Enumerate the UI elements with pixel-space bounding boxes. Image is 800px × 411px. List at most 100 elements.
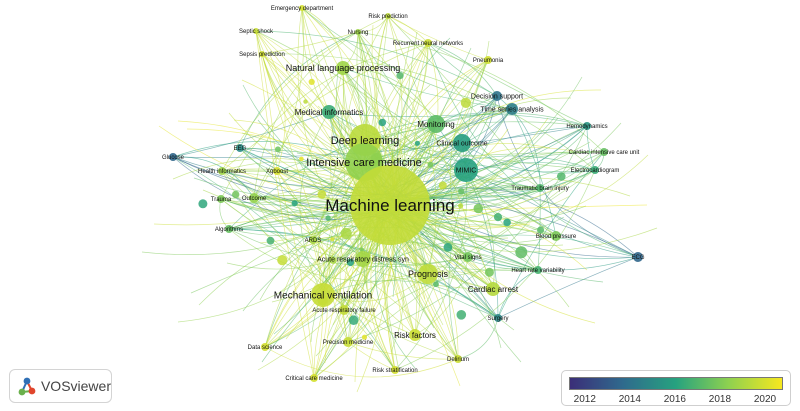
keyword-label[interactable]: Vital signs [454,255,481,261]
keyword-label[interactable]: Hemodynamics [566,124,607,130]
keyword-node[interactable] [322,105,336,119]
keyword-label[interactable]: Decision support [471,93,523,100]
keyword-node[interactable] [454,355,462,363]
keyword-label[interactable]: Risk stratification [372,368,417,374]
keyword-label[interactable]: Heart rate variability [511,268,564,274]
keyword-label[interactable]: Outcome [242,196,267,202]
keyword-label[interactable]: Electrocardiogram [571,168,620,174]
keyword-label[interactable]: Delirium [447,357,469,363]
keyword-label[interactable]: Health informatics [198,169,246,175]
keyword-label[interactable]: Pneumonia [473,58,504,64]
keyword-node[interactable] [225,225,233,233]
keyword-node[interactable] [350,165,430,245]
keyword-node[interactable] [217,195,225,203]
keyword-label[interactable]: Algorithms [215,227,243,233]
keyword-node[interactable] [534,266,542,274]
keyword-node[interactable] [336,61,350,75]
keyword-node[interactable] [536,184,544,192]
color-scale-bar [569,377,783,390]
keyword-label[interactable]: Trauma [211,197,232,203]
keyword-node[interactable] [492,91,502,101]
keyword-label[interactable]: Cardiac intensive care unit [569,150,640,156]
keyword-node[interactable] [299,5,305,11]
network-link [496,95,639,258]
keyword-node [266,236,275,245]
keyword-node[interactable] [551,231,561,241]
keyword-node[interactable] [484,56,492,64]
keyword-label[interactable]: Cardiac arrest [468,285,519,294]
keyword-node[interactable] [169,153,177,161]
keyword-label[interactable]: Septic shock [239,29,274,35]
keyword-label[interactable]: Prognosis [408,269,449,279]
keyword-node [348,315,359,326]
network-link [387,15,494,290]
keyword-label[interactable]: Traumatic brain injury [511,186,568,192]
keyword-node[interactable] [339,305,349,315]
keyword-node[interactable] [583,122,591,130]
keyword-label[interactable]: ARDS [305,238,322,244]
keyword-label[interactable]: ECG [631,255,644,261]
keyword-node[interactable] [310,374,318,382]
keyword-node[interactable] [309,236,317,244]
keyword-label[interactable]: Medical informatics [295,108,363,117]
keyword-label[interactable]: Glucose [162,155,185,161]
keyword-label[interactable]: Monitoring [417,120,454,129]
keyword-node[interactable] [409,329,421,341]
keyword-label[interactable]: Natural language processing [286,63,401,73]
keyword-node[interactable] [218,167,226,175]
keyword-node[interactable] [391,366,399,374]
keyword-node[interactable] [454,158,478,182]
keyword-node[interactable] [506,103,518,115]
keyword-label[interactable]: Acute respiratory failure [312,308,376,314]
keyword-node[interactable] [249,193,259,203]
keyword-label[interactable]: Blood pressure [536,234,577,240]
keyword-label[interactable]: Data science [248,345,283,351]
keyword-node[interactable] [486,282,500,296]
keyword-node[interactable] [355,29,361,35]
network-link [301,7,513,110]
keyword-node[interactable] [424,39,432,47]
keyword-label[interactable]: Precision medicine [323,340,374,346]
keyword-node[interactable] [427,115,445,133]
keyword-node[interactable] [463,252,473,262]
legend-tick: 2018 [708,394,732,405]
keyword-label[interactable]: Risk factors [394,331,436,340]
keyword-node[interactable] [259,51,265,57]
keyword-node [317,190,327,199]
keyword-node[interactable] [273,167,281,175]
network-link [402,122,622,215]
keyword-label[interactable]: Recurrent neural networks [393,41,463,47]
keyword-label[interactable]: Critical care medicine [285,376,343,382]
keyword-node[interactable] [253,28,259,34]
keyword-label[interactable]: Deep learning [331,135,400,147]
keyword-label[interactable]: Xgboost [266,169,288,175]
keyword-node[interactable] [311,283,335,307]
keyword-node[interactable] [418,264,438,284]
keyword-label[interactable]: Nursing [348,30,369,36]
keyword-label[interactable]: Surgery [487,316,508,322]
keyword-label[interactable]: Intensive care medicine [306,157,422,169]
keyword-label[interactable]: Machine learning [325,196,454,215]
keyword-label[interactable]: Emergency department [271,6,334,12]
keyword-node[interactable] [591,166,599,174]
keyword-node[interactable] [633,252,643,262]
network-link [312,42,429,241]
keyword-node[interactable] [261,343,269,351]
keyword-label[interactable]: Sepsis prediction [239,52,285,58]
keyword-label[interactable]: Risk prediction [368,14,407,20]
keyword-label[interactable]: Time series analysis [480,106,544,113]
keyword-node[interactable] [343,337,353,347]
keyword-node [503,218,511,227]
keyword-node[interactable] [355,251,371,267]
keyword-node[interactable] [494,314,502,322]
keyword-label[interactable]: Acute respiratory distress syn [317,256,409,263]
keyword-label[interactable]: EEG [234,146,247,152]
keyword-label[interactable]: Clinical outcome [436,140,487,147]
keyword-label[interactable]: Mechanical ventilation [274,291,372,302]
keyword-node[interactable] [600,148,608,156]
keyword-label[interactable]: MIMIC [456,167,477,174]
keyword-node[interactable] [385,13,391,19]
keyword-node[interactable] [236,144,244,152]
keyword-node[interactable] [453,134,471,152]
keyword-node [515,246,528,259]
